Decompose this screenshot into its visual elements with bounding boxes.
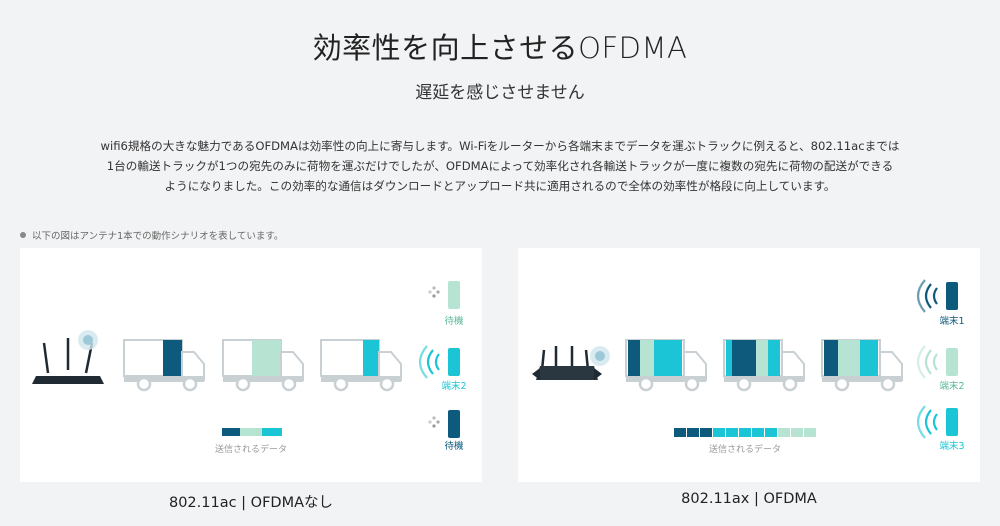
description-line-3: ようになりました。この効率的な通信はダウンロードとアップロード共に適用されるので…	[164, 179, 836, 193]
truck-3	[320, 339, 402, 392]
device-3-label: 待機	[444, 440, 464, 452]
caption-80211ac: 802.11ac | OFDMAなし	[168, 495, 334, 511]
phone-icon	[448, 410, 460, 438]
device-1-active: 端末1	[916, 279, 965, 327]
router-icon	[32, 330, 104, 384]
transmitted-data-label: 送信されるデータ	[215, 443, 287, 455]
device-1-waiting: 待機	[428, 281, 464, 327]
device-1-label: 端末1	[939, 315, 964, 327]
wifi-signal-icon	[916, 279, 938, 313]
page-title: 効率性を向上させるOFDMA	[312, 31, 688, 65]
truck-2	[222, 339, 304, 392]
transmitted-data-bar	[222, 428, 282, 436]
scenario-note: 以下の図はアンテナ1本での動作シナリオを表しています。	[20, 228, 283, 242]
description-paragraph: wifi6規格の大きな魅力であるOFDMAは効率性の向上に寄与します。Wi-Fi…	[70, 136, 930, 196]
phone-icon	[946, 348, 958, 376]
truck-1	[123, 339, 205, 392]
loading-spinner-icon	[428, 286, 440, 298]
device-2-label: 端末2	[441, 380, 466, 392]
description-line-2: 1台の輸送トラックが1つの宛先のみに荷物を運ぶだけでしたが、OFDMAによって効…	[106, 159, 894, 173]
panel-80211ax: 端末1 端末2 端末3	[518, 248, 980, 482]
panel-80211ac: 待機 端末2 待機	[20, 248, 482, 482]
truck-2	[723, 339, 805, 392]
wifi-signal-icon	[916, 345, 938, 379]
device-2-label: 端末2	[939, 380, 964, 392]
device-3-active: 端末3	[916, 405, 965, 452]
router-icon	[532, 346, 610, 380]
phone-icon	[448, 281, 460, 309]
wifi-signal-icon	[916, 405, 938, 439]
loading-spinner-icon	[428, 416, 440, 428]
device-2-active: 端末2	[418, 345, 467, 392]
transmitted-data-bar	[674, 428, 816, 437]
page-subtitle: 遅延を感じさせません	[415, 83, 585, 103]
diagram-80211ax: 端末1 端末2 端末3	[532, 279, 965, 455]
device-1-label: 待機	[444, 315, 464, 327]
wifi-signal-icon	[418, 345, 440, 379]
truck-3	[821, 339, 903, 392]
truck-1	[625, 339, 707, 392]
device-3-label: 端末3	[939, 440, 964, 452]
scenario-note-text: 以下の図はアンテナ1本での動作シナリオを表しています。	[32, 231, 284, 242]
caption-80211ax: 802.11ax | OFDMA	[681, 491, 817, 507]
phone-icon	[946, 282, 958, 310]
description-line-1: wifi6規格の大きな魅力であるOFDMAは効率性の向上に寄与します。Wi-Fi…	[100, 139, 900, 153]
phone-icon	[448, 348, 460, 376]
device-2-active: 端末2	[916, 345, 965, 392]
phone-icon	[946, 408, 958, 436]
bullet-icon	[20, 232, 26, 238]
diagram-80211ac: 待機 端末2 待機	[32, 281, 467, 455]
transmitted-data-label: 送信されるデータ	[709, 443, 781, 455]
device-3-waiting: 待機	[428, 410, 464, 452]
